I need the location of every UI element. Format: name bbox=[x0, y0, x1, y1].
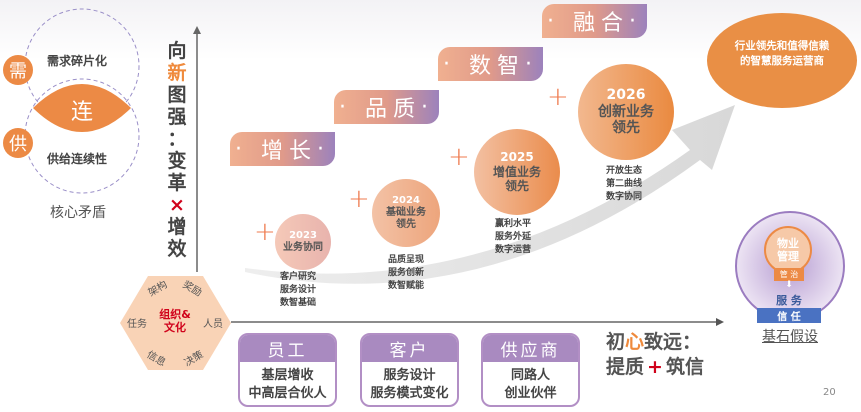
milestone-title: 创新业务 bbox=[598, 103, 654, 120]
milestone-points: 开放生态第二曲线数字协同 bbox=[606, 165, 642, 204]
title-char: 向 bbox=[167, 40, 187, 62]
title-char: 效 bbox=[167, 238, 187, 260]
slogan-part: 致远： bbox=[644, 331, 702, 353]
title-char: 强 bbox=[167, 106, 187, 128]
card-line: 基层增收 bbox=[261, 368, 314, 383]
slogan-part: 心 bbox=[625, 331, 645, 353]
title-char: 新 bbox=[167, 62, 187, 84]
card-title: 供应商 bbox=[483, 335, 578, 362]
foundation-caption: 基石假设 bbox=[762, 329, 818, 345]
hexagon-item: 人员 bbox=[203, 319, 223, 330]
card-line: 创业伙伴 bbox=[504, 386, 557, 401]
slogan: 初心致远： 提质+筑信 bbox=[606, 330, 704, 380]
point: 数智基础 bbox=[280, 298, 317, 308]
title-char: 增 bbox=[167, 216, 187, 238]
demand-badge: 需 bbox=[3, 55, 33, 85]
plus-icon: + bbox=[647, 356, 663, 378]
goal-text: 的智慧服务运营商 bbox=[740, 54, 824, 67]
milestone-points: 品质呈现服务创新数智赋能 bbox=[388, 254, 424, 293]
stage-label: 品质 bbox=[364, 97, 421, 122]
vertical-title: 向 新 图 强 ： 变 革 × 增 效 bbox=[166, 40, 188, 260]
card-line: 中高层合伙人 bbox=[248, 386, 327, 401]
milestone-points: 客户研究服务设计数智基础 bbox=[280, 271, 316, 310]
stage-banner: · 融合· bbox=[542, 4, 647, 38]
hexagon-center-line: 文化 bbox=[164, 321, 186, 334]
hexagon bbox=[120, 276, 231, 370]
supply-badge: 供 bbox=[3, 128, 33, 158]
hexagon-center-line: 组织& bbox=[159, 308, 191, 321]
plus-icon: + bbox=[547, 82, 569, 112]
stage-label: 融合 bbox=[572, 11, 629, 36]
core-caption: 核心矛盾 bbox=[50, 205, 106, 221]
plus-icon: + bbox=[448, 142, 470, 172]
govern-label: 管 治 bbox=[774, 268, 804, 281]
point: 客户研究 bbox=[280, 272, 317, 282]
property-text: 物业 bbox=[777, 237, 799, 250]
slogan-part: 初 bbox=[606, 331, 626, 353]
stage-label: 数智 bbox=[468, 54, 525, 79]
card-line: 服务设计 bbox=[383, 368, 436, 383]
plus-icon: + bbox=[254, 217, 276, 247]
milestone-title: 领先 bbox=[396, 219, 416, 230]
point: 服务设计 bbox=[280, 285, 317, 295]
stage-banner: · 增长· bbox=[230, 132, 335, 166]
title-char: ： bbox=[167, 128, 187, 150]
title-char: 革 bbox=[167, 172, 187, 194]
demand-text: 需求碎片化 bbox=[47, 54, 108, 68]
milestone-points: 赢利水平服务外延数字运营 bbox=[495, 218, 531, 257]
point: 赢利水平 bbox=[495, 219, 532, 229]
point: 品质呈现 bbox=[388, 255, 425, 265]
arrow-down-icon: ⬇ bbox=[785, 280, 793, 290]
slogan-part: 筑信 bbox=[665, 356, 704, 378]
card-line: 服务模式变化 bbox=[370, 386, 449, 401]
property-text: 管理 bbox=[777, 250, 799, 263]
service-label: 服 务 bbox=[776, 294, 802, 307]
slogan-part: 提质 bbox=[606, 356, 645, 378]
hexagon-item: 任务 bbox=[127, 319, 147, 330]
supply-text: 供给连续性 bbox=[47, 152, 108, 166]
milestone-year: 2023 bbox=[289, 230, 317, 241]
goal-text: 行业领先和值得信赖 bbox=[734, 39, 830, 52]
milestone-title: 增值业务 bbox=[492, 164, 541, 179]
milestone-title: 业务协同 bbox=[283, 242, 323, 253]
stage-banner: · 数智· bbox=[438, 47, 543, 81]
title-char: × bbox=[169, 194, 185, 216]
point: 服务创新 bbox=[388, 268, 425, 278]
milestone-year: 2024 bbox=[392, 195, 420, 206]
stakeholder-card: 客户服务设计服务模式变化 bbox=[360, 333, 459, 407]
point: 开放生态 bbox=[606, 166, 643, 176]
title-char: 图 bbox=[167, 84, 187, 106]
milestone-year: 2026 bbox=[606, 86, 646, 103]
milestone-title: 领先 bbox=[504, 179, 529, 194]
stage-banner: · 品质· bbox=[334, 90, 439, 124]
growth-arrow bbox=[245, 105, 735, 284]
milestone-year: 2025 bbox=[500, 150, 534, 165]
point: 第二曲线 bbox=[606, 179, 643, 189]
stakeholder-card: 员工基层增收中高层合伙人 bbox=[238, 333, 337, 407]
trust-label: 信 任 bbox=[757, 308, 821, 323]
hexagon-center: 组织&文化 bbox=[150, 308, 200, 334]
point: 数字协同 bbox=[606, 192, 643, 202]
card-title: 客户 bbox=[362, 335, 457, 362]
card-line: 同路人 bbox=[510, 368, 550, 383]
connect-text: 连 bbox=[70, 100, 93, 125]
stakeholder-card: 供应商同路人创业伙伴 bbox=[481, 333, 580, 407]
stage-label: 增长 bbox=[260, 139, 317, 164]
title-char: 变 bbox=[167, 150, 187, 172]
milestone-title: 基础业务 bbox=[386, 207, 426, 218]
point: 数智赋能 bbox=[388, 281, 425, 291]
card-title: 员工 bbox=[240, 335, 335, 362]
plus-icon: + bbox=[348, 184, 370, 214]
goal-ellipse: 行业领先和值得信赖的智慧服务运营商 bbox=[707, 13, 857, 108]
property-mgmt-circle: 物业管理 bbox=[764, 226, 812, 274]
page-number: 20 bbox=[823, 387, 836, 398]
point: 数字运营 bbox=[495, 245, 532, 255]
milestone-title: 领先 bbox=[612, 120, 640, 137]
point: 服务外延 bbox=[495, 232, 532, 242]
